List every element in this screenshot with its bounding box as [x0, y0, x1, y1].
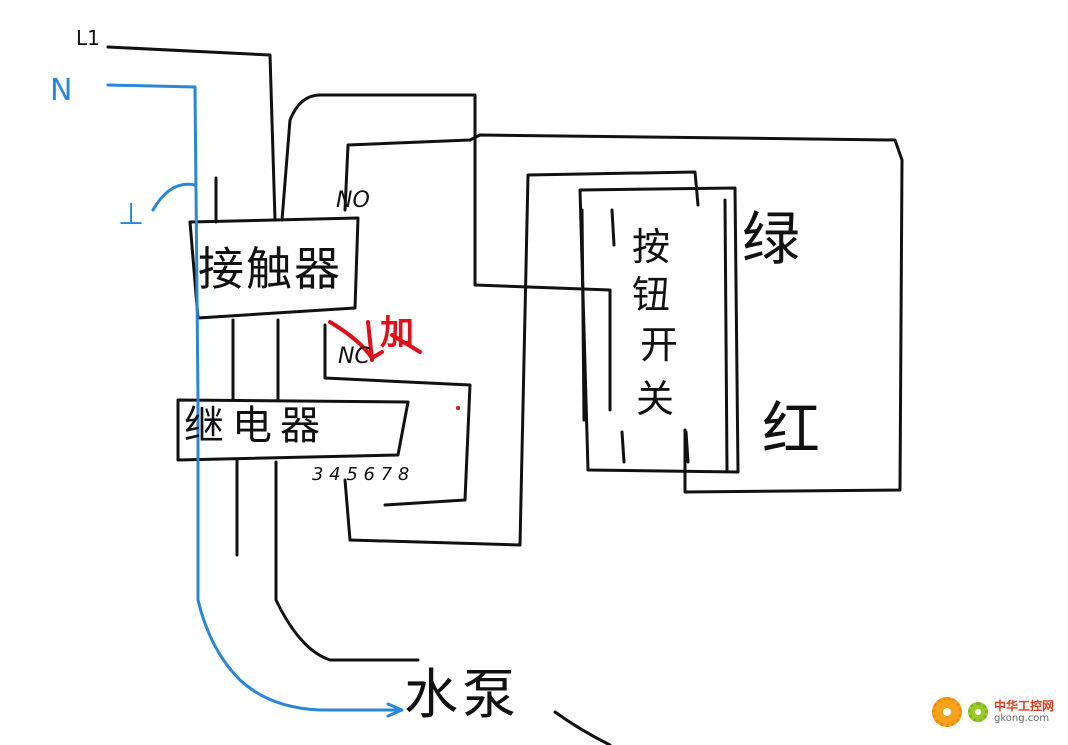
small-gear-icon: [967, 702, 988, 722]
wire-relay-pin-loop: [343, 170, 700, 547]
red-note-stroke: [328, 320, 422, 362]
red-note-label: 加: [380, 313, 414, 353]
button-box: [578, 186, 740, 474]
pe-label: ⊥: [118, 197, 145, 232]
nc-label: NC: [338, 344, 370, 369]
button-switch-char-1: 按: [632, 225, 671, 269]
wire-nc-loop: [323, 323, 472, 507]
wire-relay-pump: [274, 460, 420, 662]
pe-hook: [151, 182, 197, 212]
button-mark-1: [610, 208, 616, 247]
green-label: 绿: [742, 205, 801, 273]
l1-wire: [106, 45, 277, 222]
relay-label: 继电器: [184, 403, 328, 449]
button-switch-char-4: 关: [636, 377, 675, 421]
watermark-name: 中华工控网: [993, 698, 1054, 713]
watermark-url: gkong.com: [993, 713, 1050, 725]
red-label: 红: [762, 395, 821, 463]
wire-no-right: [343, 133, 904, 494]
n-label: N: [50, 73, 73, 108]
contactor-label: 接触器: [198, 242, 342, 296]
button-switch-char-2: 钮: [632, 273, 671, 317]
neutral-arrow: [386, 702, 404, 718]
wire-pump-tail: [553, 710, 612, 745]
button-inner-left: [580, 208, 586, 422]
pump-label: 水泵: [404, 663, 520, 726]
button-inner-right: [723, 198, 729, 472]
relay-box: [176, 398, 410, 462]
no-label: NO: [336, 188, 370, 213]
l1-label: L1: [76, 26, 100, 50]
button-mark-2: [620, 430, 626, 464]
watermark: 中华工控网 gkong.com: [931, 697, 1054, 727]
contactor-box: [188, 216, 360, 320]
button-mark-3: [684, 430, 690, 464]
relay-pins-label: 3 4 5 6 7 8: [312, 464, 410, 485]
gear-icon: [931, 697, 962, 727]
wire-top-loop: [280, 93, 612, 412]
neutral-wire: [106, 83, 402, 712]
red-dot: [456, 406, 460, 410]
button-switch-char-3: 开: [640, 323, 679, 367]
